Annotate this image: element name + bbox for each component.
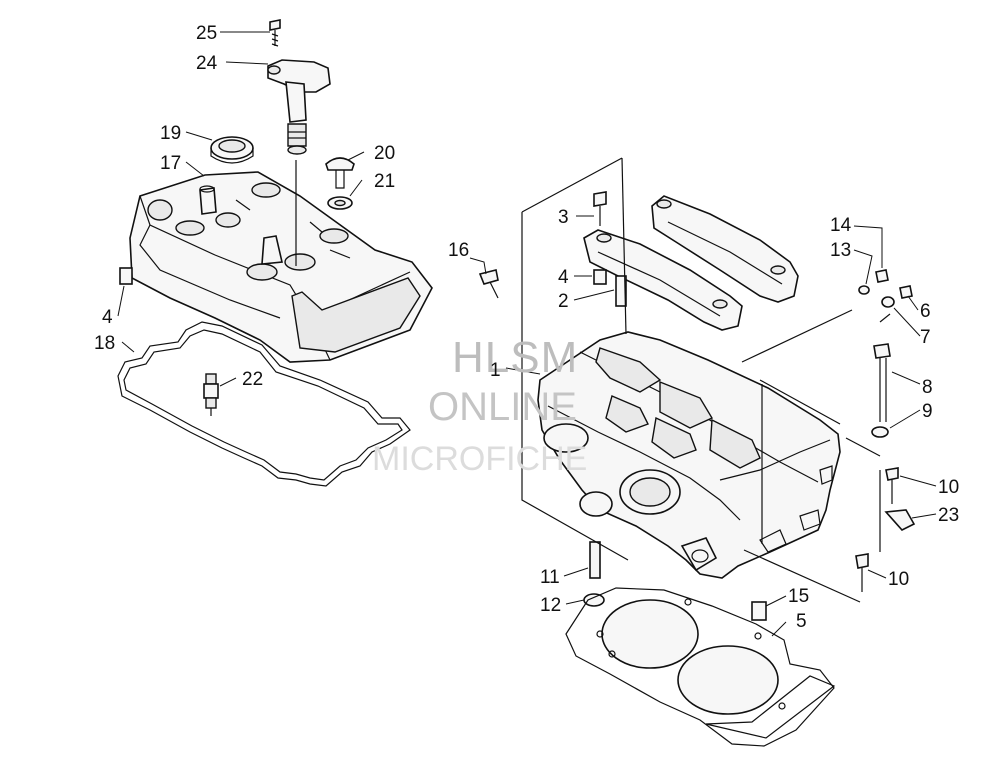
callout-24: 24 [196, 53, 218, 74]
leader-lines [117, 31, 937, 637]
callout-5: 5 [796, 611, 807, 632]
dowel-pin-left [119, 267, 133, 285]
callout-labels: 25 24 19 17 20 21 4 18 22 16 3 4 2 1 14 … [94, 23, 959, 632]
sensor-assembly [267, 19, 331, 155]
callout-9: 9 [922, 401, 933, 422]
callout-4-right: 4 [558, 267, 569, 288]
callout-13: 13 [830, 240, 851, 261]
spark-plug [203, 373, 219, 416]
valve-cover [129, 171, 433, 363]
callout-3: 3 [558, 207, 569, 228]
callout-14: 14 [830, 215, 852, 236]
cover-bolt-and-washer [325, 157, 355, 210]
callout-21: 21 [374, 171, 395, 192]
callout-15: 15 [788, 586, 809, 607]
exploded-frame-lines [295, 157, 891, 603]
callout-22: 22 [242, 369, 263, 390]
callout-25: 25 [196, 23, 217, 44]
watermark: HLSM ONLINE MICROFICHE [372, 333, 587, 478]
callout-6: 6 [920, 301, 931, 322]
head-gasket [565, 587, 836, 747]
callout-10-upper: 10 [938, 477, 959, 498]
callout-4-left: 4 [102, 307, 113, 328]
callout-7: 7 [920, 327, 931, 348]
callout-18: 18 [94, 333, 115, 354]
cylinder-head [537, 331, 841, 579]
callout-10-lower: 10 [888, 569, 909, 590]
oil-cap-seal [210, 136, 254, 164]
callout-20: 20 [374, 143, 395, 164]
callout-23: 23 [938, 505, 959, 526]
head-hardware [478, 191, 916, 621]
callout-17: 17 [160, 153, 181, 174]
watermark-line-2: ONLINE [428, 385, 577, 429]
callout-12: 12 [540, 595, 561, 616]
watermark-line-1: HLSM [452, 333, 578, 382]
watermark-line-3: MICROFICHE [372, 440, 587, 478]
valve-cover-gasket [117, 321, 411, 487]
callout-8: 8 [922, 377, 933, 398]
callout-19: 19 [160, 123, 181, 144]
callout-16: 16 [448, 240, 469, 261]
callout-11: 11 [540, 567, 560, 588]
callout-2: 2 [558, 291, 569, 312]
cam-caps [583, 195, 799, 331]
callout-1: 1 [490, 360, 501, 381]
